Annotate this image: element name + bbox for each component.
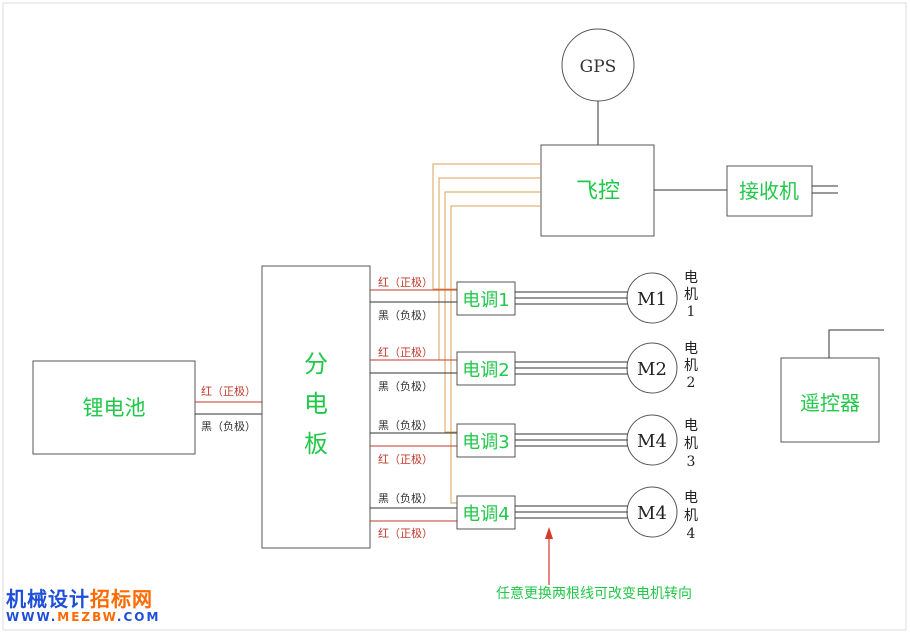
esc1-black-label: 黑（负极） [378, 308, 433, 322]
esc3-label: 电调3 [462, 432, 509, 453]
esc4-red-label: 红（正极） [378, 526, 433, 540]
motor3-node [626, 414, 678, 466]
motor4-vlabel-3: 4 [687, 526, 696, 542]
motor3-vlabel-1: 电 [684, 418, 698, 434]
signal-wire-esc4 [450, 205, 541, 504]
motor3-wires [515, 433, 628, 447]
motor3-vlabel-3: 3 [687, 454, 696, 470]
motor1-label: M1 [637, 289, 667, 310]
receiver-box [726, 165, 813, 217]
direction-note: 任意更换两根线可改变电机转向 [496, 585, 692, 602]
motor3-label: M4 [637, 431, 667, 452]
remote-box [780, 357, 880, 443]
motor4-node [626, 486, 678, 538]
esc2-label: 电调2 [462, 360, 509, 381]
logo-text-b: 招标网 [90, 587, 153, 611]
signal-wire-esc2 [438, 177, 541, 361]
distribution-board-char-1: 分 [304, 350, 328, 378]
motor1-node [626, 272, 678, 324]
motor1-wires [515, 291, 628, 305]
motor1-vlabel-2: 机 [684, 287, 698, 303]
motor4-wires [515, 505, 628, 519]
signal-wire-esc1 [432, 163, 541, 290]
logo-url-b: MEZBW [57, 610, 117, 624]
remote-label: 遥控器 [800, 391, 860, 415]
esc2-red-label: 红（正极） [378, 345, 433, 359]
flight-controller-label: 飞控 [576, 179, 620, 204]
esc3-black-label: 黑（负极） [378, 418, 433, 432]
motor2-vlabel-2: 机 [684, 358, 698, 374]
motor2-vlabel-3: 2 [687, 375, 696, 391]
logo-url-c: .COM [116, 610, 161, 624]
motor2-label: M2 [637, 359, 667, 380]
motor4-label: M4 [637, 503, 667, 524]
motor4-vlabel-1: 电 [684, 490, 698, 506]
site-logo: 机械设计招标网 WWW.MEZBW.COM [6, 588, 160, 624]
esc1-label: 电调1 [462, 290, 509, 311]
gps-label: GPS [580, 57, 617, 77]
logo-line-2: WWW.MEZBW.COM [6, 610, 160, 624]
motor1-vlabel-1: 电 [684, 270, 698, 286]
esc3-red-label: 红（正极） [378, 452, 433, 466]
receiver-label: 接收机 [739, 179, 799, 203]
remote-antenna [828, 329, 884, 358]
logo-line-1: 机械设计招标网 [6, 588, 160, 610]
esc2-black-label: 黑（负极） [378, 379, 433, 393]
note-arrow-head [545, 527, 553, 539]
battery-black-label: 黑（负极） [201, 419, 256, 433]
motor2-wires [515, 361, 628, 375]
distribution-board-box [261, 265, 371, 549]
esc1-red-label: 红（正极） [378, 275, 433, 289]
signal-wire-esc3 [444, 191, 541, 433]
battery-box [32, 360, 196, 455]
logo-url-a: WWW. [6, 610, 58, 624]
motor2-node [626, 342, 678, 394]
motor2-vlabel-1: 电 [684, 341, 698, 357]
motor3-vlabel-2: 机 [684, 436, 698, 452]
battery-red-label: 红（正极） [201, 384, 256, 398]
motor1-vlabel-3: 1 [687, 304, 696, 320]
distribution-board-char-2: 电 [304, 390, 328, 418]
motor4-vlabel-2: 机 [684, 508, 698, 524]
battery-label: 锂电池 [83, 396, 146, 420]
esc4-label: 电调4 [462, 504, 509, 525]
esc4-black-label: 黑（负极） [378, 491, 433, 505]
logo-text-a: 机械设计 [6, 587, 90, 611]
distribution-board-char-3: 板 [304, 430, 328, 458]
